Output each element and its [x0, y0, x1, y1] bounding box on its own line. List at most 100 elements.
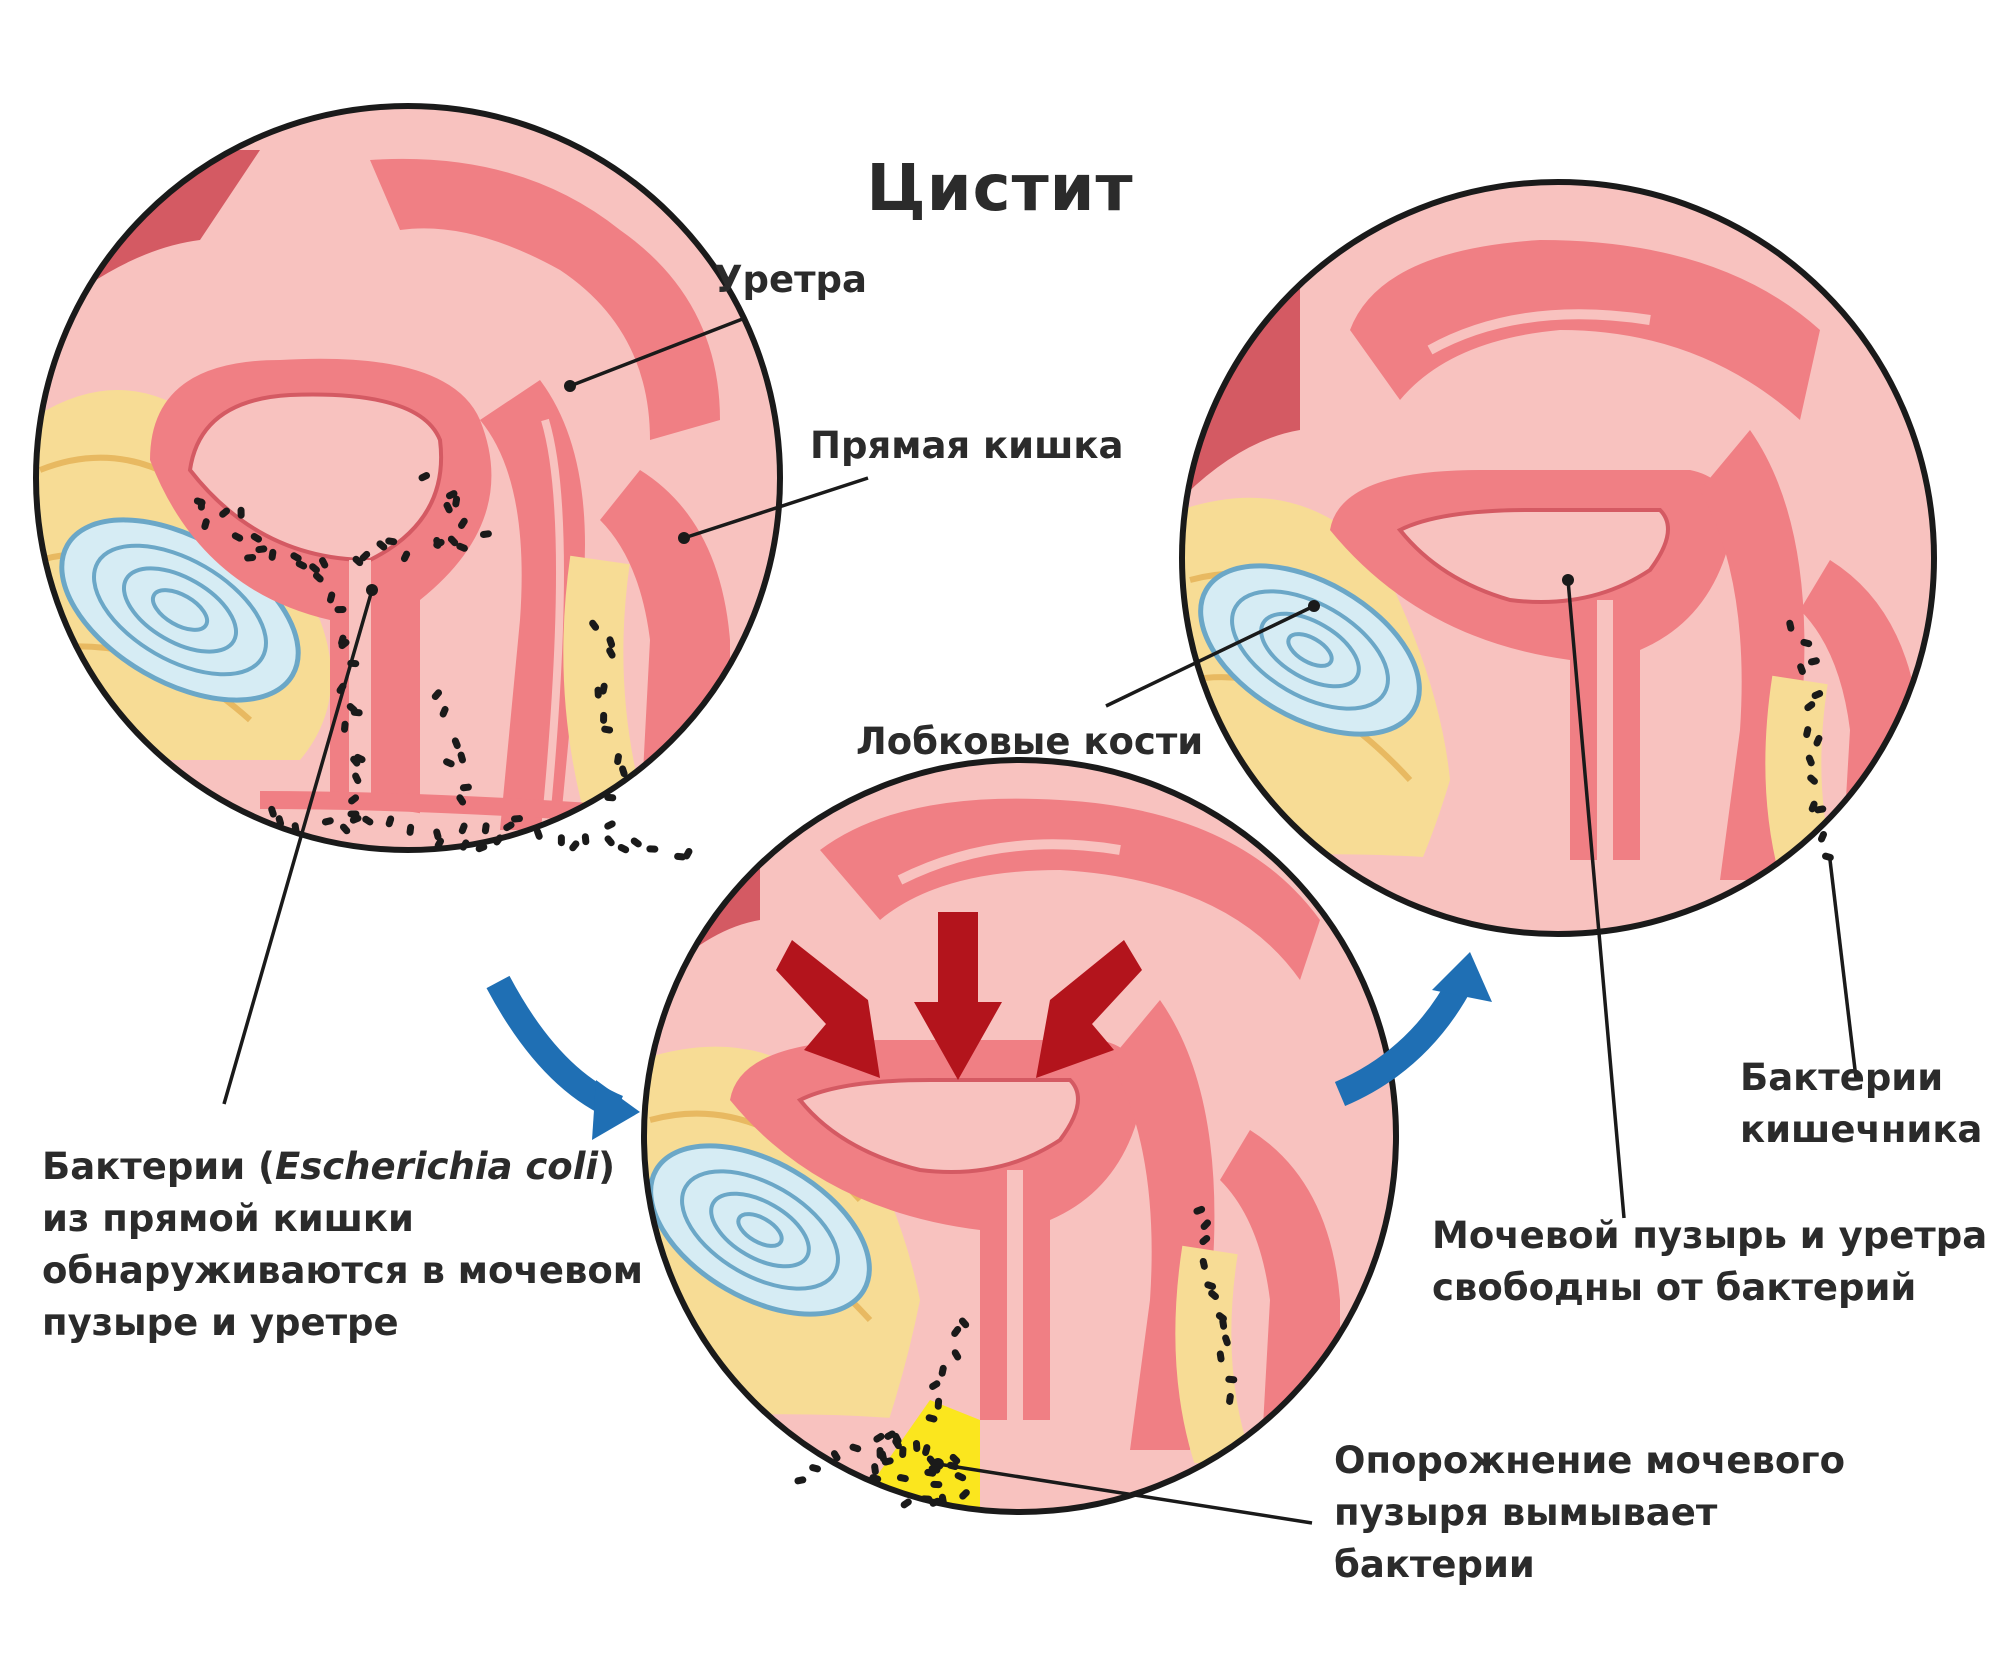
bacterium: [268, 548, 277, 561]
bacterium: [1811, 690, 1824, 700]
label-intestinal-line2: кишечника: [1740, 1108, 1983, 1151]
bacterium: [456, 794, 467, 806]
bacterium: [600, 711, 608, 724]
bacterium: [458, 517, 468, 529]
pressure-arrow-left: [776, 940, 880, 1078]
bacterium: [951, 1349, 962, 1361]
flow-arrow-left-head: [592, 1080, 640, 1140]
bacterium: [929, 1380, 941, 1390]
bacterium: [912, 1439, 921, 1452]
label-intestinal-bacteria: Бактерии кишечника: [1740, 1052, 1982, 1156]
label-flush-line2: пузыря вымывает: [1334, 1491, 1718, 1534]
bacteria-dots-b: [794, 1205, 1238, 1509]
flow-arrow-right: [1334, 973, 1474, 1106]
bacterium: [873, 1432, 885, 1443]
bacterium: [406, 823, 415, 836]
label-free-line2: свободны от бактерий: [1432, 1266, 1917, 1309]
flow-arrow-right-head: [1432, 952, 1492, 1002]
leader-flush: [937, 1462, 1313, 1525]
bacterium: [433, 538, 445, 549]
bacterium: [849, 1443, 862, 1453]
bacterium: [350, 755, 361, 767]
bacterium: [619, 765, 628, 778]
label-bacteria-line3: обнаруживаются в мочевом: [42, 1249, 644, 1292]
bacterium: [934, 1397, 943, 1410]
bacterium: [443, 758, 455, 768]
bacterium: [1807, 657, 1820, 666]
label-flush-line3: бактерии: [1334, 1543, 1535, 1586]
bacterium: [892, 1437, 902, 1450]
bacterium: [604, 793, 617, 802]
bacterium: [606, 647, 616, 659]
bacterium: [920, 1495, 933, 1503]
bacterium: [683, 847, 693, 860]
bacterium: [400, 550, 411, 563]
bacterium: [352, 555, 364, 567]
bacterium: [244, 553, 257, 562]
bacterium: [1222, 1334, 1231, 1347]
panel-clean: [1179, 179, 1937, 937]
bacterium: [451, 737, 461, 750]
label-urethra: Уретра: [714, 258, 868, 301]
bacterium: [231, 532, 244, 542]
bacterium: [201, 518, 210, 530]
pressure-arrow-right: [1036, 940, 1142, 1078]
bacterium: [809, 1464, 821, 1473]
pubic-bone-c: [1198, 563, 1422, 737]
bacterium: [452, 495, 461, 508]
bacterium: [604, 835, 615, 847]
label-bacteria-pre: Бактерии (: [42, 1145, 275, 1188]
pressure-arrow-center: [914, 912, 1002, 1080]
bacterium: [1807, 774, 1818, 785]
bacterium: [1805, 754, 1815, 767]
bacterium: [326, 591, 336, 604]
bacterium: [1219, 1317, 1228, 1330]
bacterium: [385, 815, 395, 828]
leader-free: [1566, 579, 1626, 1219]
bacterium: [938, 1364, 947, 1377]
pubic-bone-b: [648, 1143, 872, 1317]
bacterium: [951, 1326, 962, 1338]
bacterium: [884, 1430, 896, 1440]
label-flush-line1: Опорожнение мочевого: [1334, 1439, 1846, 1482]
bacterium: [1199, 1234, 1211, 1246]
bacterium: [601, 725, 614, 734]
panel-flushing: [641, 757, 1399, 1515]
bacterium: [362, 815, 374, 826]
label-flushing: Опорожнение мочевого пузыря вымывает бак…: [1334, 1435, 1845, 1591]
bacterium: [1226, 1393, 1234, 1405]
bacterium: [1817, 830, 1828, 843]
bacterium: [350, 708, 363, 717]
bacteria-dots-a: [193, 472, 693, 861]
bacterium: [439, 705, 449, 718]
bacterium: [929, 1497, 942, 1507]
bacterium: [646, 845, 659, 853]
bacterium: [338, 638, 350, 650]
bacterium: [949, 1453, 961, 1465]
diagram-title: Цистит: [866, 152, 1134, 226]
bacterium: [443, 501, 453, 514]
bacterium: [385, 537, 398, 546]
bacterium: [475, 843, 488, 853]
bacterium: [255, 545, 268, 554]
bacterium: [630, 837, 642, 848]
label-bacteria-line2: из прямой кишки: [42, 1197, 414, 1240]
bacterium: [930, 1480, 943, 1489]
bacterium: [581, 833, 590, 846]
leader-urethra: [569, 316, 746, 388]
bacterium: [569, 840, 580, 852]
bacterium: [1797, 663, 1806, 675]
pressure-arrows: [776, 912, 1142, 1080]
bacterium: [674, 852, 687, 861]
bacterium: [250, 533, 263, 543]
bacterium: [1813, 734, 1823, 747]
bacterium: [1804, 701, 1816, 712]
bacterium: [459, 839, 470, 851]
bacterium: [275, 815, 285, 828]
bacterium: [1216, 1350, 1225, 1363]
bacterium: [341, 720, 349, 733]
label-rectum: Прямая кишка: [810, 424, 1124, 467]
bacterium: [1814, 805, 1827, 814]
bacterium: [871, 1463, 879, 1476]
